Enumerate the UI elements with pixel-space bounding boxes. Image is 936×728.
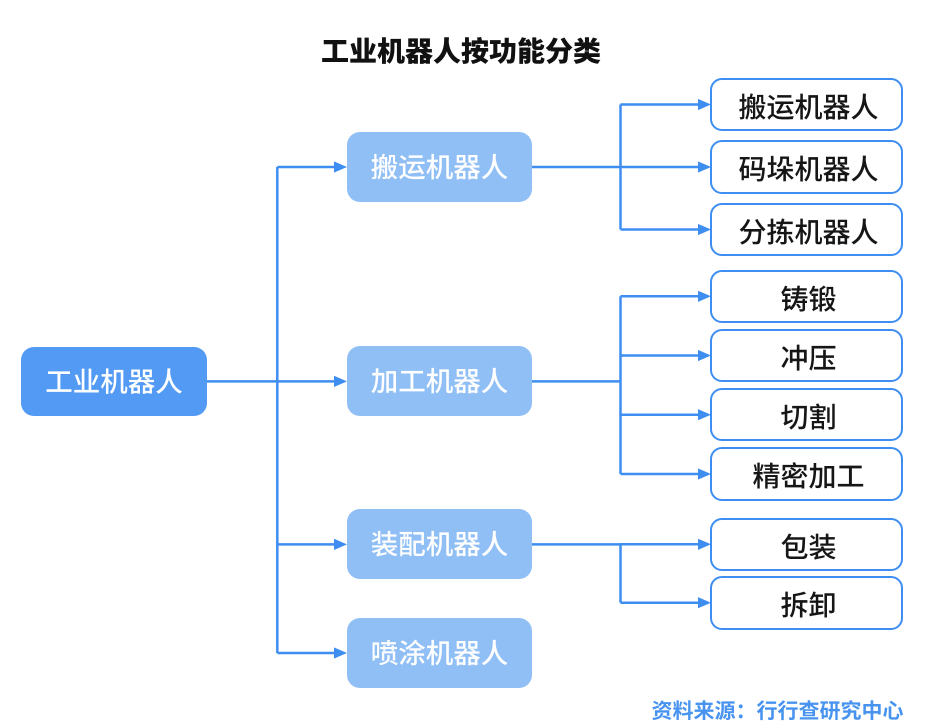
node-assembly-robot: 装配机器人: [346, 509, 532, 580]
branch-painting-arrow: [334, 647, 347, 659]
node-palletizing-robot: 码垛机器人: [710, 140, 904, 194]
diagram-title: 工业机器人按功能分类: [261, 29, 661, 73]
node-label: 码垛机器人: [712, 142, 901, 192]
handling-leaf1-arrow: [698, 161, 711, 173]
processing-leaf2-arrow: [698, 409, 711, 421]
node-transfer-robot: 搬运机器人: [710, 77, 904, 132]
processing-leaf0-arrow: [698, 290, 711, 302]
node-processing-robot: 加工机器人: [346, 346, 532, 417]
branch-assembly-arrow: [334, 538, 347, 550]
node-label: 冲压: [712, 331, 901, 381]
node-label: 精密加工: [712, 449, 901, 499]
node-cutting: 切割: [710, 387, 904, 442]
node-label: 切割: [712, 390, 901, 440]
handling-leaf0-arrow: [698, 98, 711, 111]
node-industrial-robot: 工业机器人: [21, 347, 207, 416]
node-precision-machining: 精密加工: [710, 447, 904, 501]
node-label: 包装: [712, 520, 901, 570]
node-label: 搬运机器人: [347, 132, 532, 202]
node-label: 拆卸: [712, 578, 901, 628]
node-label: 装配机器人: [347, 509, 532, 579]
node-casting-forging: 铸锻: [710, 269, 904, 324]
node-label: 铸锻: [712, 272, 901, 322]
node-label: 喷涂机器人: [347, 618, 532, 688]
node-packaging: 包装: [710, 517, 904, 571]
node-stamping: 冲压: [710, 328, 904, 383]
source-note: 资料来源：行行查研究中心: [642, 697, 913, 724]
node-label: 搬运机器人: [712, 80, 901, 130]
branch-processing-arrow: [334, 375, 347, 387]
node-label: 工业机器人: [21, 347, 207, 416]
node-sorting-robot: 分拣机器人: [710, 202, 904, 257]
node-label: 分拣机器人: [712, 205, 901, 255]
branch-handling-arrow: [334, 161, 347, 173]
assembly-leaf0-arrow: [698, 538, 711, 550]
node-painting-robot: 喷涂机器人: [346, 618, 532, 688]
source-text: 资料来源：行行查研究中心: [642, 697, 913, 724]
node-label: 加工机器人: [347, 346, 532, 416]
node-handling-robot: 搬运机器人: [346, 132, 532, 202]
processing-leaf1-arrow: [698, 349, 711, 362]
assembly-leaf1-arrow: [698, 597, 711, 609]
processing-leaf3-arrow: [698, 468, 711, 480]
title-text: 工业机器人按功能分类: [261, 29, 661, 73]
handling-leaf2-arrow: [698, 223, 711, 236]
node-dismantling: 拆卸: [710, 576, 904, 630]
